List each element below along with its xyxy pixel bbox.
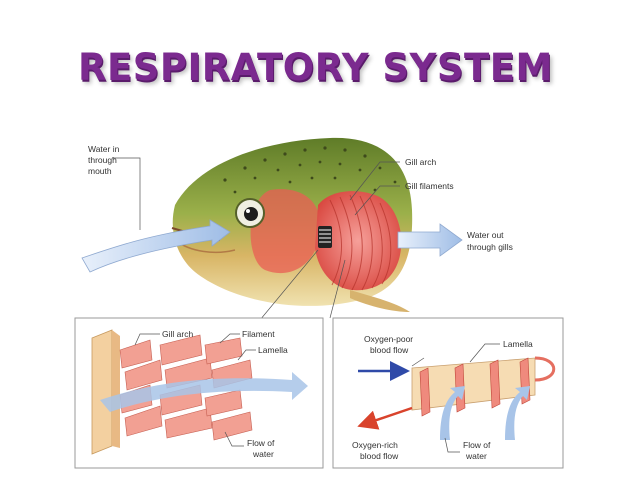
label-water-out-2: through gills [467,242,513,252]
label-water-in-3: mouth [88,166,112,176]
label-oxygen-rich-2: blood flow [360,451,399,461]
label-oxygen-poor-1: Oxygen-poor [364,334,413,344]
label-gill-filaments: Gill filaments [405,181,454,191]
gill-section [315,191,401,290]
label-right-flow-1: Flow of [463,440,491,450]
label-left-flow-1: Flow of [247,438,275,448]
label-water-out-1: Water out [467,230,504,240]
label-oxygen-rich-1: Oxygen-rich [352,440,398,450]
label-left-flow-2: water [252,449,274,459]
label-oxygen-poor-2: blood flow [370,345,409,355]
label-left-lamella: Lamella [258,345,288,355]
label-right-lamella: Lamella [503,339,533,349]
label-water-in-2: through [88,155,117,165]
label-gill-arch-top: Gill arch [405,157,436,167]
label-left-gill-arch: Gill arch [162,329,193,339]
label-water-in-1: Water in [88,144,120,154]
label-left-filament: Filament [242,329,275,339]
label-right-flow-2: water [465,451,487,461]
